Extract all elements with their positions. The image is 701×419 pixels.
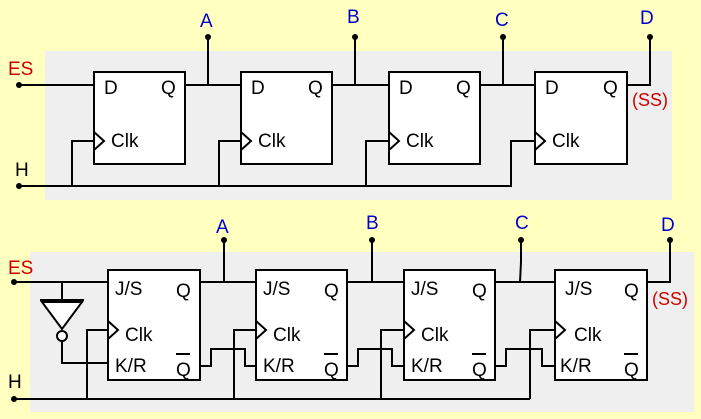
js-pin-label: J/S xyxy=(411,279,438,300)
qbar-pin-label: Q xyxy=(324,360,339,381)
bottom-clock-label: H xyxy=(8,372,22,393)
top-d-flip-flop-1: D Q Clk xyxy=(93,71,186,165)
inverter-bubble-icon xyxy=(56,330,68,342)
q-pin-label: Q xyxy=(324,281,339,302)
qbar-pin-label: Q xyxy=(472,360,487,381)
bottom-link-qbar-1 xyxy=(200,348,256,367)
clock-triangle-icon xyxy=(255,320,268,340)
top-output-label-a: A xyxy=(200,11,213,32)
kr-pin-label: K/R xyxy=(560,356,592,377)
clock-triangle-icon xyxy=(403,320,416,340)
top-clock-branch-1 xyxy=(71,140,94,186)
bottom-output-label-b: B xyxy=(366,213,379,234)
top-clock-branch-3 xyxy=(365,140,389,186)
q-pin-label: Q xyxy=(308,78,323,99)
top-serial-output-label: (SS) xyxy=(632,90,668,110)
js-pin-label: J/S xyxy=(565,279,592,300)
bottom-clock-branch-1 xyxy=(86,329,108,399)
top-terminal-a xyxy=(205,34,211,40)
d-pin-label: D xyxy=(104,78,118,99)
d-pin-label: D xyxy=(399,78,413,99)
bottom-terminal-a xyxy=(221,237,227,243)
bottom-register: ES H A B C xyxy=(8,213,694,412)
bottom-output-label-c: C xyxy=(515,213,529,234)
clk-pin-label: Clk xyxy=(111,131,139,152)
top-output-label-b: B xyxy=(347,7,360,28)
q-pin-label: Q xyxy=(603,78,618,99)
clock-triangle-icon xyxy=(107,320,120,340)
top-clock-branch-2 xyxy=(218,140,241,186)
bottom-link-qbar-3 xyxy=(495,348,555,367)
d-pin-label: D xyxy=(251,78,265,99)
d-pin-label: D xyxy=(545,78,559,99)
top-clock-bus xyxy=(19,140,535,187)
top-terminal-b xyxy=(352,34,358,40)
bottom-output-label-d: D xyxy=(661,215,675,236)
inverter-output-wire xyxy=(61,341,108,364)
top-terminal-d xyxy=(647,34,653,40)
bottom-input-label: ES xyxy=(8,258,33,279)
js-pin-label: J/S xyxy=(263,279,290,300)
kr-pin-label: K/R xyxy=(263,356,295,377)
qbar-pin-label: Q xyxy=(624,360,639,381)
bottom-serial-output-label: (SS) xyxy=(652,289,688,309)
bottom-jk-flip-flop-1: J/S Q Clk K/R Q xyxy=(107,269,201,381)
clk-pin-label: Clk xyxy=(258,131,286,152)
qbar-pin-label: Q xyxy=(176,360,191,381)
clk-pin-label: Clk xyxy=(574,325,602,346)
bottom-jk-flip-flop-2: J/S Q Clk K/R Q xyxy=(255,269,348,381)
bottom-tap-c xyxy=(519,240,522,283)
top-terminal-c xyxy=(500,34,506,40)
clk-pin-label: Clk xyxy=(273,325,301,346)
clk-pin-label: Clk xyxy=(125,325,153,346)
clock-triangle-icon xyxy=(240,131,253,151)
clock-triangle-icon xyxy=(93,131,106,151)
bottom-jk-flip-flop-3: J/S Q Clk K/R Q xyxy=(403,269,496,381)
top-d-flip-flop-3: D Q Clk xyxy=(388,71,481,165)
q-pin-label: Q xyxy=(472,281,487,302)
top-input-label: ES xyxy=(8,59,33,80)
clock-triangle-icon xyxy=(388,131,401,151)
q-pin-label: Q xyxy=(624,281,639,302)
kr-pin-label: K/R xyxy=(115,356,147,377)
bottom-terminal-d xyxy=(667,237,673,243)
kr-pin-label: K/R xyxy=(411,356,443,377)
bottom-terminal-c xyxy=(518,237,524,243)
bottom-serial-output-wire xyxy=(647,240,671,283)
bottom-clock-branch-2 xyxy=(233,329,256,399)
top-output-label-c: C xyxy=(495,10,509,31)
bottom-terminal-b xyxy=(369,237,375,243)
top-output-label-d: D xyxy=(640,8,654,29)
q-pin-label: Q xyxy=(456,78,471,99)
bottom-clock-branch-4 xyxy=(529,329,555,399)
top-register: ES H A B C D (SS) D Q xyxy=(8,7,672,200)
clock-triangle-icon xyxy=(554,320,567,340)
q-pin-label: Q xyxy=(176,281,191,302)
clk-pin-label: Clk xyxy=(552,131,580,152)
js-pin-label: J/S xyxy=(115,279,142,300)
clock-triangle-icon xyxy=(534,131,547,151)
inverter-icon xyxy=(40,301,84,331)
q-pin-label: Q xyxy=(161,78,176,99)
clk-pin-label: Clk xyxy=(421,325,449,346)
clk-pin-label: Clk xyxy=(406,131,434,152)
bottom-clock-branch-3 xyxy=(380,329,404,399)
top-serial-output-wire xyxy=(627,37,651,86)
bottom-link-qbar-2 xyxy=(347,348,404,367)
top-d-flip-flop-4: D Q Clk xyxy=(534,71,628,165)
top-d-flip-flop-2: D Q Clk xyxy=(240,71,333,165)
bottom-jk-flip-flop-4: J/S Q Clk K/R Q xyxy=(554,269,648,381)
top-clock-label: H xyxy=(15,160,29,181)
bottom-output-label-a: A xyxy=(216,217,229,238)
